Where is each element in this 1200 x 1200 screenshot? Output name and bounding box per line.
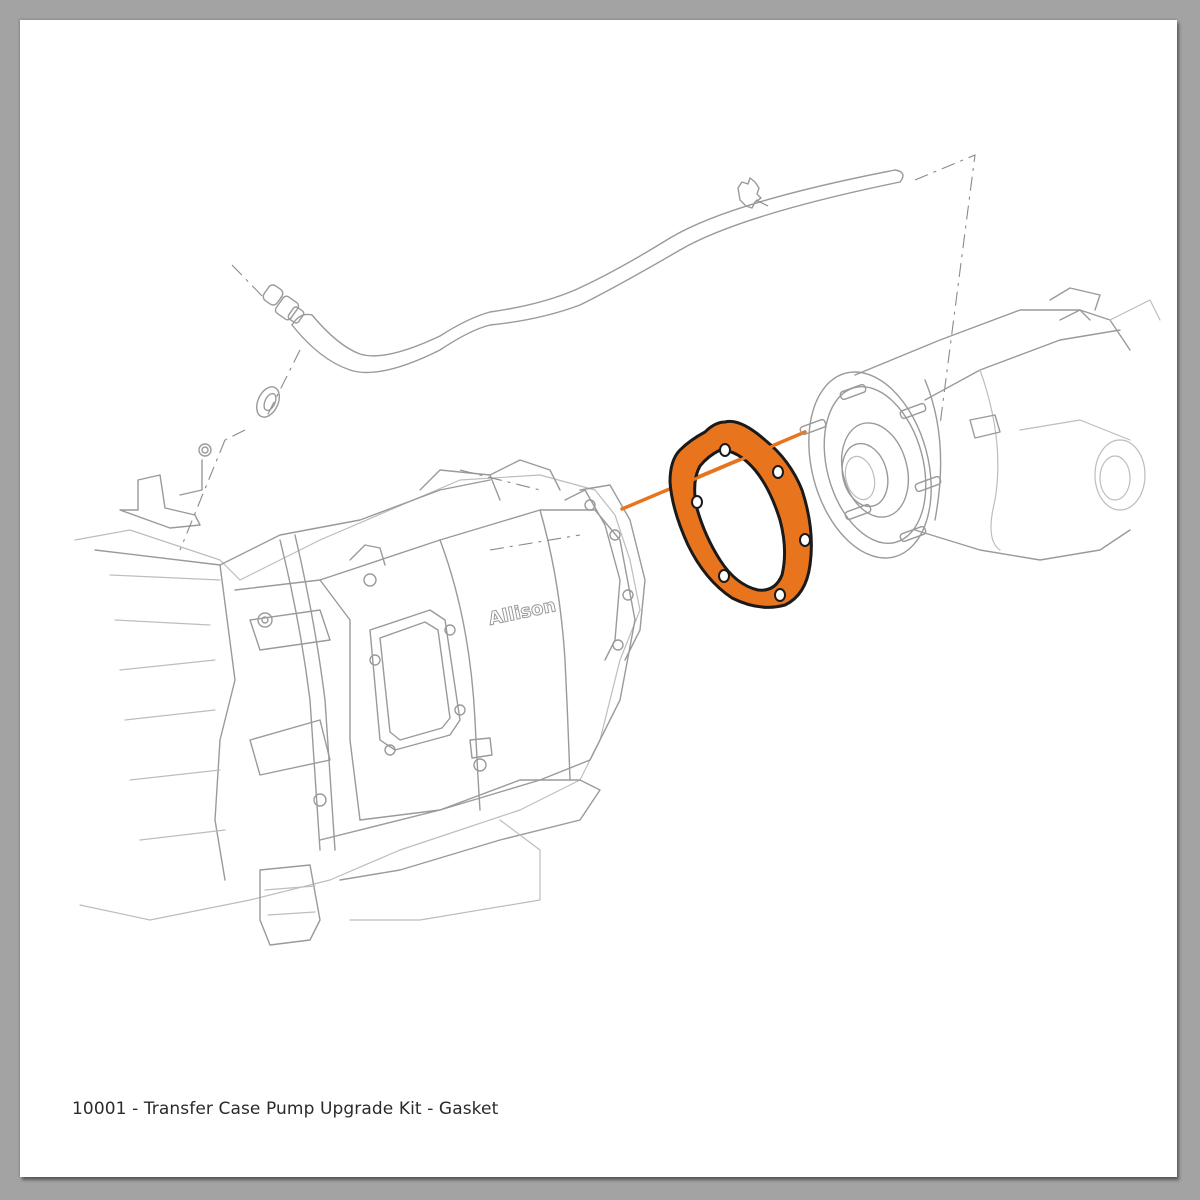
hose-clamp-icon [224,386,281,441]
image-card: Allison [20,20,1177,1177]
transfer-case-drawing [799,287,1161,561]
exploded-parts-diagram: Allison [74,154,1161,946]
bracket-icon [119,439,226,551]
brand-mark: Allison [487,595,558,630]
leader-line-hose [914,154,976,426]
leader-line-vent [459,469,541,491]
part-caption: 10001 - Transfer Case Pump Upgrade Kit -… [72,1099,499,1119]
vent-hose [291,169,904,374]
hose-fitting-icon [231,264,305,421]
gasket-highlighted[interactable] [668,419,813,609]
transmission-drawing: Allison [74,459,646,946]
hose-clip-icon [737,177,769,209]
